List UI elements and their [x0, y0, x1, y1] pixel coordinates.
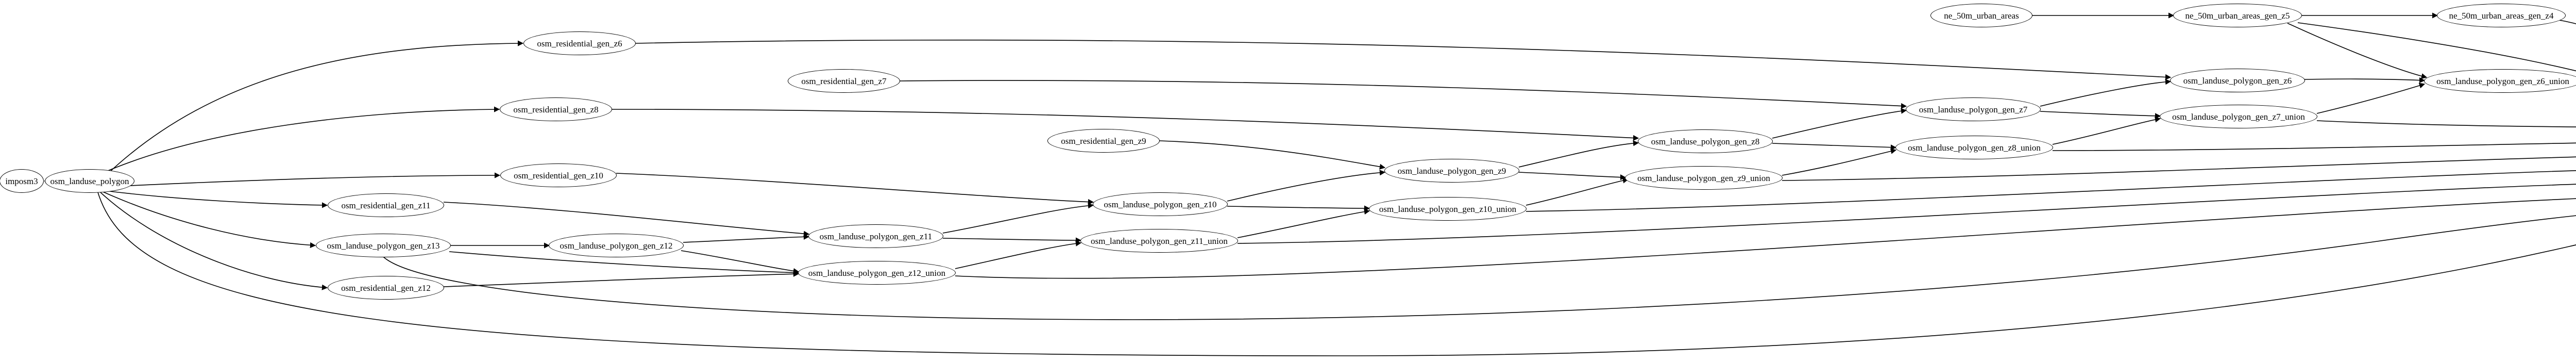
graph-node-label: osm_landuse_polygon_gen_z10 — [1104, 199, 1217, 209]
edge — [383, 215, 2576, 320]
edge — [1526, 170, 2576, 212]
edge — [1782, 148, 1897, 176]
edge — [2304, 77, 2426, 84]
graph-node-osm-landuse-polygon-gen-z10[interactable]: osm_landuse_polygon_gen_z10 — [1093, 192, 1228, 216]
graph-node-osm-landuse-polygon[interactable]: osm_landuse_polygon — [45, 169, 134, 193]
edge — [1237, 209, 1370, 238]
graph-node-label: osm_residential_gen_z12 — [341, 283, 431, 293]
edge — [955, 198, 2576, 279]
graph-node-label: osm_landuse_polygon_gen_z7 — [1919, 104, 2028, 114]
edge — [97, 192, 2576, 356]
graph-node-label: ne_50m_urban_areas_gen_z5 — [2185, 10, 2290, 21]
graph-node-osm-landuse-polygon-gen-z10-union[interactable]: osm_landuse_polygon_gen_z10_union — [1369, 197, 1527, 221]
edge — [2040, 111, 2161, 119]
graph-node-osm-landuse-polygon-gen-z6-union[interactable]: osm_landuse_polygon_gen_z6_union — [2424, 69, 2576, 93]
graph-node-label: imposm3 — [5, 176, 38, 186]
graph-node-label: osm_landuse_polygon_gen_z8 — [1651, 136, 1760, 146]
graph-node-osm-residential-gen-z9[interactable]: osm_residential_gen_z9 — [1047, 129, 1160, 153]
graph-node-label: osm_landuse_polygon_gen_z9_union — [1637, 173, 1770, 183]
graph-node-label: osm_residential_gen_z7 — [801, 76, 887, 86]
edge — [2316, 120, 2576, 127]
edge — [635, 39, 2172, 80]
graph-node-label: osm_landuse_polygon_gen_z12_union — [808, 268, 946, 278]
graph-node-label: osm_residential_gen_z9 — [1061, 136, 1146, 146]
edge — [611, 109, 1639, 141]
graph-node-osm-landuse-polygon-gen-z9-union[interactable]: osm_landuse_polygon_gen_z9_union — [1625, 166, 1783, 190]
edge — [105, 190, 328, 208]
graph-node-osm-landuse-polygon-gen-z6[interactable]: osm_landuse_polygon_gen_z6 — [2170, 69, 2305, 92]
graph-node-ne-50m-urban-areas-gen-z5[interactable]: ne_50m_urban_areas_gen_z5 — [2173, 4, 2302, 27]
graph-node-imposm3[interactable]: imposm3 — [0, 169, 44, 193]
graph-node-osm-landuse-polygon-gen-z8-union[interactable]: osm_landuse_polygon_gen_z8_union — [1895, 136, 2053, 159]
graph-node-ne-50m-urban-areas-gen-z4[interactable]: ne_50m_urban_areas_gen_z4 — [2437, 4, 2566, 27]
graph-node-label: osm_landuse_polygon — [50, 176, 129, 186]
graph-node-osm-residential-gen-z10[interactable]: osm_residential_gen_z10 — [500, 163, 617, 187]
edge — [1159, 140, 1386, 170]
graph-node-label: ne_50m_urban_areas_gen_z4 — [2449, 10, 2554, 21]
edge — [681, 250, 800, 274]
edge — [2297, 22, 2576, 72]
edge — [2052, 142, 2576, 151]
edge — [1227, 170, 1386, 202]
edge — [449, 251, 800, 276]
graph-node-label: osm_landuse_polygon_gen_z6_union — [2436, 76, 2569, 86]
graph-node-osm-residential-gen-z8[interactable]: osm_residential_gen_z8 — [500, 97, 612, 121]
graph-node-label: osm_landuse_polygon_gen_z10_union — [1379, 204, 1517, 214]
edge — [955, 240, 1082, 269]
graph-node-osm-landuse-polygon-gen-z11[interactable]: osm_landuse_polygon_gen_z11 — [808, 224, 943, 248]
edge — [100, 192, 328, 290]
edge — [2316, 83, 2426, 114]
graph-node-label: osm_residential_gen_z10 — [514, 170, 603, 180]
graph-node-osm-residential-gen-z7[interactable]: osm_residential_gen_z7 — [788, 69, 900, 93]
graph-node-label: osm_landuse_polygon_gen_z13 — [327, 240, 440, 251]
graph-node-label: ne_50m_urban_areas — [1944, 10, 2019, 21]
edge — [1227, 205, 1370, 211]
edge — [942, 237, 1082, 243]
edge — [1526, 177, 1629, 206]
graph-node-label: osm_landuse_polygon_gen_z7_union — [2172, 111, 2305, 122]
edge — [1518, 172, 1626, 180]
edge — [942, 203, 1094, 234]
graph-node-osm-landuse-polygon-gen-z11-union[interactable]: osm_landuse_polygon_gen_z11_union — [1080, 229, 1238, 253]
edge — [108, 172, 501, 187]
edge — [616, 173, 1094, 205]
graph-node-osm-landuse-polygon-gen-z12-union[interactable]: osm_landuse_polygon_gen_z12_union — [798, 261, 956, 285]
edge — [443, 271, 800, 287]
graph-node-osm-landuse-polygon-gen-z12[interactable]: osm_landuse_polygon_gen_z12 — [549, 234, 684, 257]
edge — [443, 202, 810, 237]
edge — [1518, 140, 1639, 168]
graph-node-label: osm_landuse_polygon_gen_z8_union — [1908, 142, 2041, 153]
graph-node-osm-landuse-polygon-gen-z8[interactable]: osm_landuse_polygon_gen_z8 — [1638, 129, 1773, 153]
graph-node-osm-landuse-polygon-gen-z7[interactable]: osm_landuse_polygon_gen_z7 — [1906, 97, 2041, 121]
edge — [1237, 184, 2576, 244]
graph-node-osm-landuse-polygon-gen-z13[interactable]: osm_landuse_polygon_gen_z13 — [316, 234, 451, 257]
graph-node-ne-50m-urban-areas[interactable]: ne_50m_urban_areas — [1930, 4, 2032, 27]
graph-node-label: osm_residential_gen_z11 — [341, 200, 431, 210]
graph-node-osm-landuse-polygon-gen-z9[interactable]: osm_landuse_polygon_gen_z9 — [1384, 159, 1519, 183]
edge — [108, 40, 524, 174]
edge — [899, 80, 1907, 109]
edge — [2040, 79, 2172, 107]
graph-node-osm-landuse-polygon-gen-z7-union[interactable]: osm_landuse_polygon_gen_z7_union — [2160, 105, 2317, 128]
graph-node-label: osm_landuse_polygon_gen_z12 — [560, 240, 673, 251]
edge — [1772, 143, 1897, 151]
graph-node-osm-residential-gen-z6[interactable]: osm_residential_gen_z6 — [523, 31, 636, 55]
edge — [2052, 117, 2161, 145]
edge — [103, 191, 316, 248]
graph-node-label: osm_landuse_polygon_gen_z11_union — [1091, 236, 1228, 246]
graph-node-osm-residential-gen-z12[interactable]: osm_residential_gen_z12 — [328, 276, 444, 300]
graph-node-label: osm_residential_gen_z8 — [513, 104, 599, 114]
graph-node-label: osm_residential_gen_z6 — [537, 38, 622, 48]
graph-node-label: osm_landuse_polygon_gen_z11 — [819, 231, 933, 241]
graph-node-label: osm_landuse_polygon_gen_z6 — [2183, 75, 2292, 86]
edge — [2287, 23, 2428, 79]
edge — [683, 234, 810, 243]
graph-node-osm-residential-gen-z11[interactable]: osm_residential_gen_z11 — [328, 193, 444, 217]
edge — [1772, 108, 1907, 139]
graph-node-label: osm_landuse_polygon_gen_z9 — [1397, 166, 1506, 176]
edge — [105, 106, 500, 172]
edge — [1782, 156, 2576, 181]
